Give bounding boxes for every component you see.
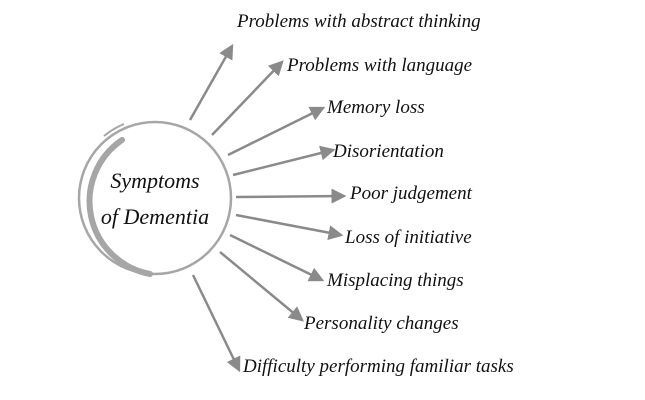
arrow-icon <box>219 251 304 322</box>
ring-swoosh-top <box>103 123 125 137</box>
symptom-label: Misplacing things <box>327 270 464 291</box>
arrow-icon <box>232 145 336 177</box>
symptom-label: Problems with language <box>287 55 473 76</box>
symptom-label: Loss of initiative <box>345 227 472 248</box>
arrow-icon <box>235 188 347 204</box>
center-title-line2: of Dementia <box>100 204 210 229</box>
symptom-label: Personality changes <box>304 313 459 334</box>
symptom-label: Disorientation <box>333 141 444 162</box>
symptom-label: Problems with abstract thinking <box>237 11 481 32</box>
arrow-icon <box>211 60 284 136</box>
arrow-icon <box>227 106 326 157</box>
symptom-label: Poor judgement <box>350 183 472 204</box>
arrow-icon <box>229 233 325 282</box>
symptom-label: Difficulty performing familiar tasks <box>243 356 514 377</box>
arrow-icon <box>188 43 234 121</box>
center-title: Symptoms of Dementia <box>80 163 230 235</box>
symptom-label: Memory loss <box>327 97 425 118</box>
arrow-icon <box>235 213 344 241</box>
center-ring <box>77 120 233 276</box>
center-title-line1: Symptoms <box>110 168 200 193</box>
ring-swoosh <box>86 137 153 277</box>
arrow-icon <box>191 274 241 373</box>
